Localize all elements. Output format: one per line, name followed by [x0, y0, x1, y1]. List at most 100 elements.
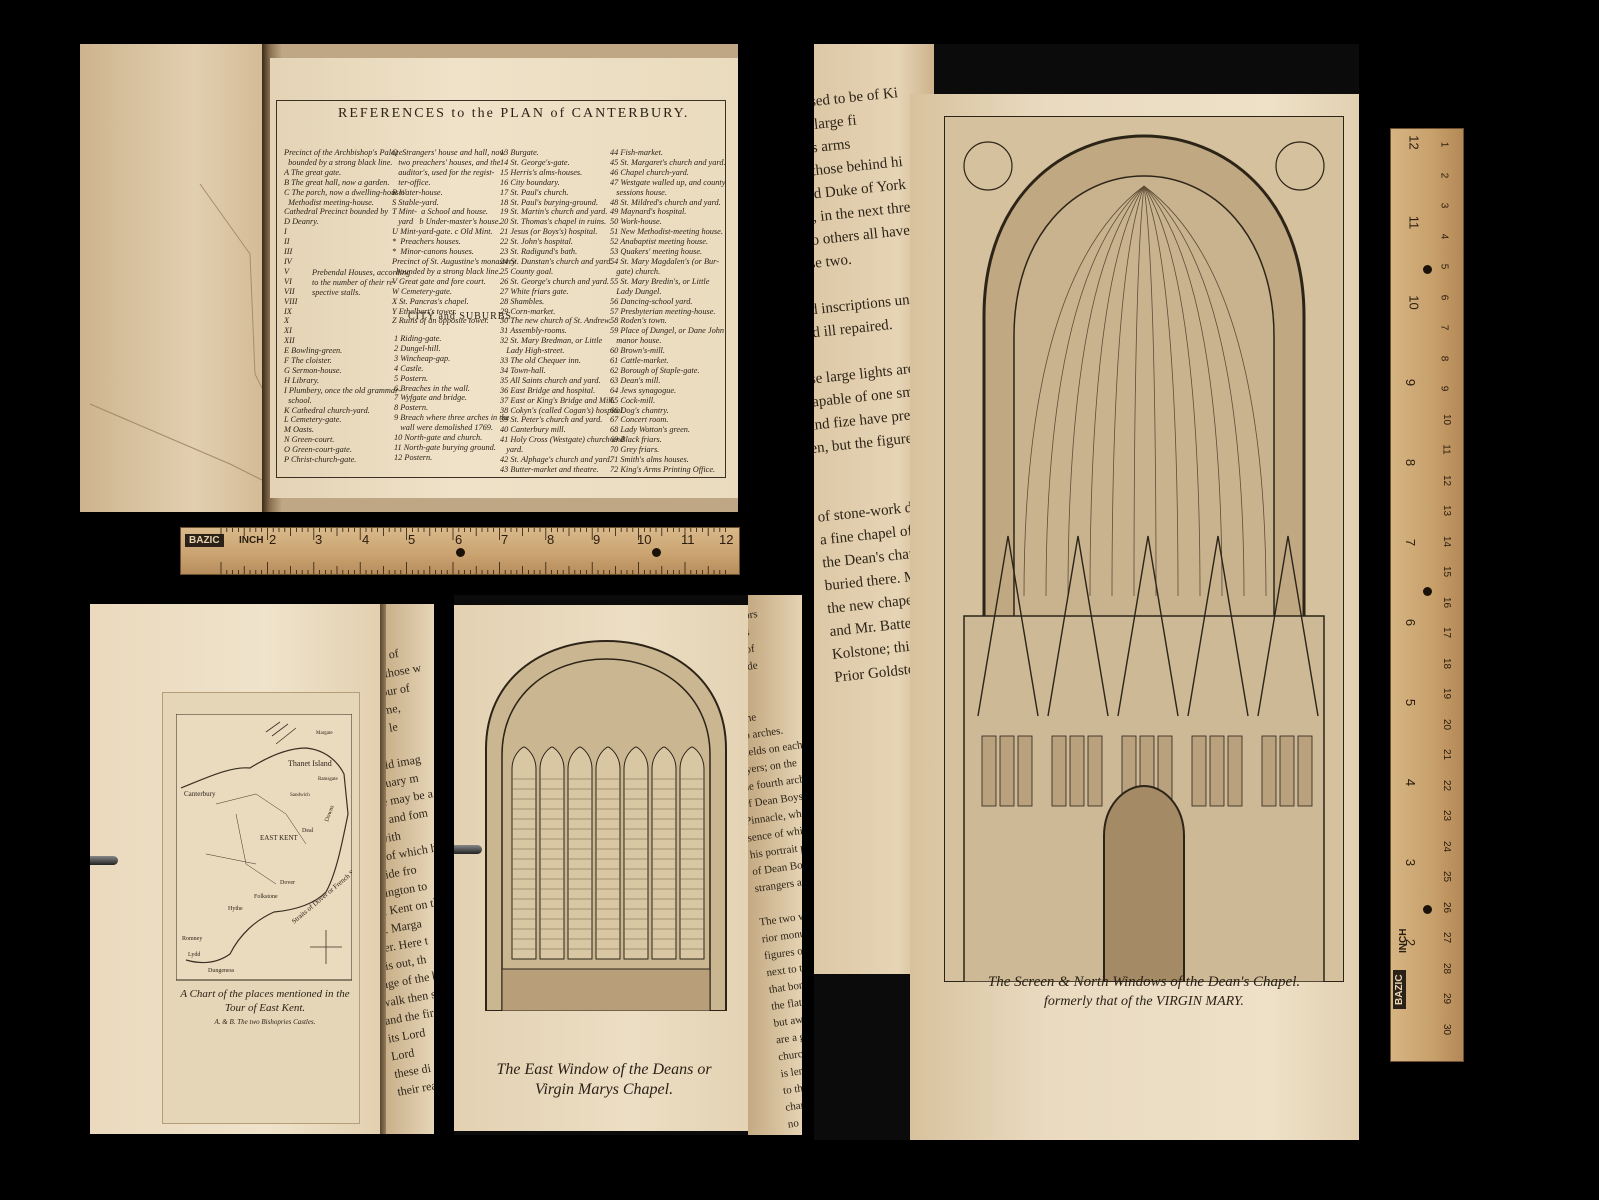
map-label-margate: Margate: [316, 731, 333, 736]
ruler-number: 10: [637, 532, 652, 547]
photo-deans-chapel: supposed to be of Ki in the large fi Kin…: [814, 44, 1359, 1140]
vault-rib: [1143, 185, 1157, 597]
map-label-romney: Romney: [182, 936, 202, 942]
ruler-number: 10: [1406, 295, 1422, 310]
references-col1: Precinct of the Archbishop's Palace boun…: [284, 148, 405, 465]
vault-rib: [1143, 185, 1179, 597]
screen-pinnacle: [1187, 535, 1249, 717]
screen-panel: [1051, 735, 1067, 807]
compass-cross: [310, 930, 342, 964]
chapel-engraving: [944, 116, 1344, 982]
map-label-deal: Deal: [302, 828, 314, 834]
references-border: [276, 100, 726, 478]
ruler-cm-number: 26: [1441, 901, 1453, 913]
vault-rib: [1143, 185, 1245, 597]
screen-pinnacle: [1257, 535, 1319, 717]
screen-pinnacle: [1117, 535, 1179, 717]
ruler-ticks: [220, 528, 726, 574]
ruler-cm-number: 24: [1441, 840, 1453, 852]
ruler-number: 4: [1403, 778, 1419, 787]
ruler-number: 3: [315, 532, 323, 547]
ruler-cm-number: 27: [1441, 931, 1453, 944]
screen-panel: [1209, 735, 1225, 807]
ruler-number: 12: [719, 532, 734, 547]
ruler-hole: [1423, 905, 1432, 914]
ruler-cm-number: 17: [1441, 626, 1453, 639]
ruler-number: 7: [501, 532, 509, 547]
ruler-number: 4: [362, 532, 370, 547]
ruler-cm-number: 10: [1441, 413, 1453, 425]
gutter-shadow: [380, 604, 388, 1134]
window-light: [539, 746, 565, 960]
references-col2b: 1 Riding-gate. 2 Dungel-hill. 3 Wincheap…: [394, 334, 510, 462]
ruler-cm-number: 23: [1441, 809, 1453, 822]
map-label-east-kent: EAST KENT: [260, 834, 299, 842]
east-window-engraving: [485, 639, 727, 1011]
ruler-cm-number: 16: [1441, 596, 1453, 608]
ruler-cm-number: 18: [1441, 657, 1453, 669]
chapel-caption-line2: formerly that of the VIRGIN MARY.: [1044, 994, 1244, 1009]
screen-panel: [1297, 735, 1313, 807]
ruler-brand: BAZIC: [1393, 970, 1406, 1009]
ruler-number: 9: [1403, 378, 1419, 387]
ruler-cm-number: 9: [1438, 385, 1450, 392]
vault-rib: [1045, 185, 1145, 597]
ruler-number: 5: [408, 532, 416, 547]
ruler-cm-number: 8: [1438, 355, 1450, 361]
ruler-cm-number: 1: [1438, 141, 1450, 148]
photo-map-page: Thanet Island Canterbury EAST KENT Deal …: [90, 604, 434, 1134]
screen-panel: [1017, 735, 1033, 807]
ruler-cm-number: 20: [1441, 718, 1453, 730]
map-label-ramsgate: Ramsgate: [318, 777, 338, 782]
bookmark-pin: [90, 856, 118, 865]
ruler-cm-number: 7: [1438, 324, 1450, 331]
ruler-number: 3: [1403, 858, 1419, 867]
ruler-cm-number: 5: [1438, 263, 1450, 270]
window-light: [567, 746, 593, 960]
references-title: REFERENCES to the PLAN of CANTERBURY.: [338, 106, 690, 121]
screen-pinnacle: [1047, 535, 1109, 717]
ruler-cm-number: 29: [1441, 992, 1453, 1005]
screen-panel: [1279, 735, 1295, 807]
vault-rib: [1143, 185, 1267, 597]
map-label-hythe: Hythe: [228, 906, 243, 912]
window-caption-line2: Virgin Marys Chapel.: [534, 1081, 674, 1098]
window-light: [651, 746, 677, 960]
vault-rib: [1111, 185, 1145, 597]
ruler-cm-number: 21: [1441, 748, 1453, 761]
screen-panel: [1069, 735, 1085, 807]
ruler-cm-number: 2: [1438, 172, 1450, 178]
ruler-number: 8: [547, 532, 555, 547]
ruler-number: 7: [1403, 538, 1419, 547]
window-facing-text: ancestors suppos most of the side he out…: [748, 608, 802, 1131]
map-label-dover: Dover: [280, 880, 295, 886]
ruler-cm-number: 19: [1441, 687, 1453, 700]
map-label-downs: Downs: [324, 804, 336, 823]
references-leaf: [270, 58, 738, 498]
screen-panel: [1087, 735, 1103, 807]
ruler-hole: [1423, 265, 1432, 274]
ruler-cm-number: 3: [1438, 202, 1450, 209]
ruler-number: 11: [1406, 215, 1422, 230]
ruler-cm-number: 4: [1438, 233, 1450, 239]
ruler-number: 12: [1406, 135, 1422, 150]
ruler-number: 6: [1403, 618, 1419, 627]
references-col1-bracket-text: Prebendal Houses, according to the numbe…: [312, 268, 411, 297]
ruler-cm-number: 13: [1441, 504, 1453, 517]
vault-rib: [1143, 185, 1201, 597]
window-light: [679, 746, 705, 960]
ruler-cm-number: 22: [1441, 779, 1453, 791]
map-engraving: Thanet Island Canterbury EAST KENT Deal …: [176, 714, 352, 981]
ruler-number: 8: [1403, 458, 1419, 467]
ruler-number: 2: [1403, 938, 1419, 947]
map-caption-line2: Tour of East Kent.: [224, 1002, 306, 1014]
vault-rib: [1023, 185, 1145, 597]
vault-rib: [1143, 185, 1223, 597]
map-label-sandwich: Sandwich: [290, 793, 310, 798]
vault-rib: [1133, 185, 1145, 597]
ruler-number: 2: [269, 532, 277, 547]
ruler-number: 11: [681, 532, 695, 547]
map-caption-line1: A Chart of the places mentioned in the: [180, 988, 350, 1000]
ruler-brand: BAZIC: [185, 534, 224, 547]
